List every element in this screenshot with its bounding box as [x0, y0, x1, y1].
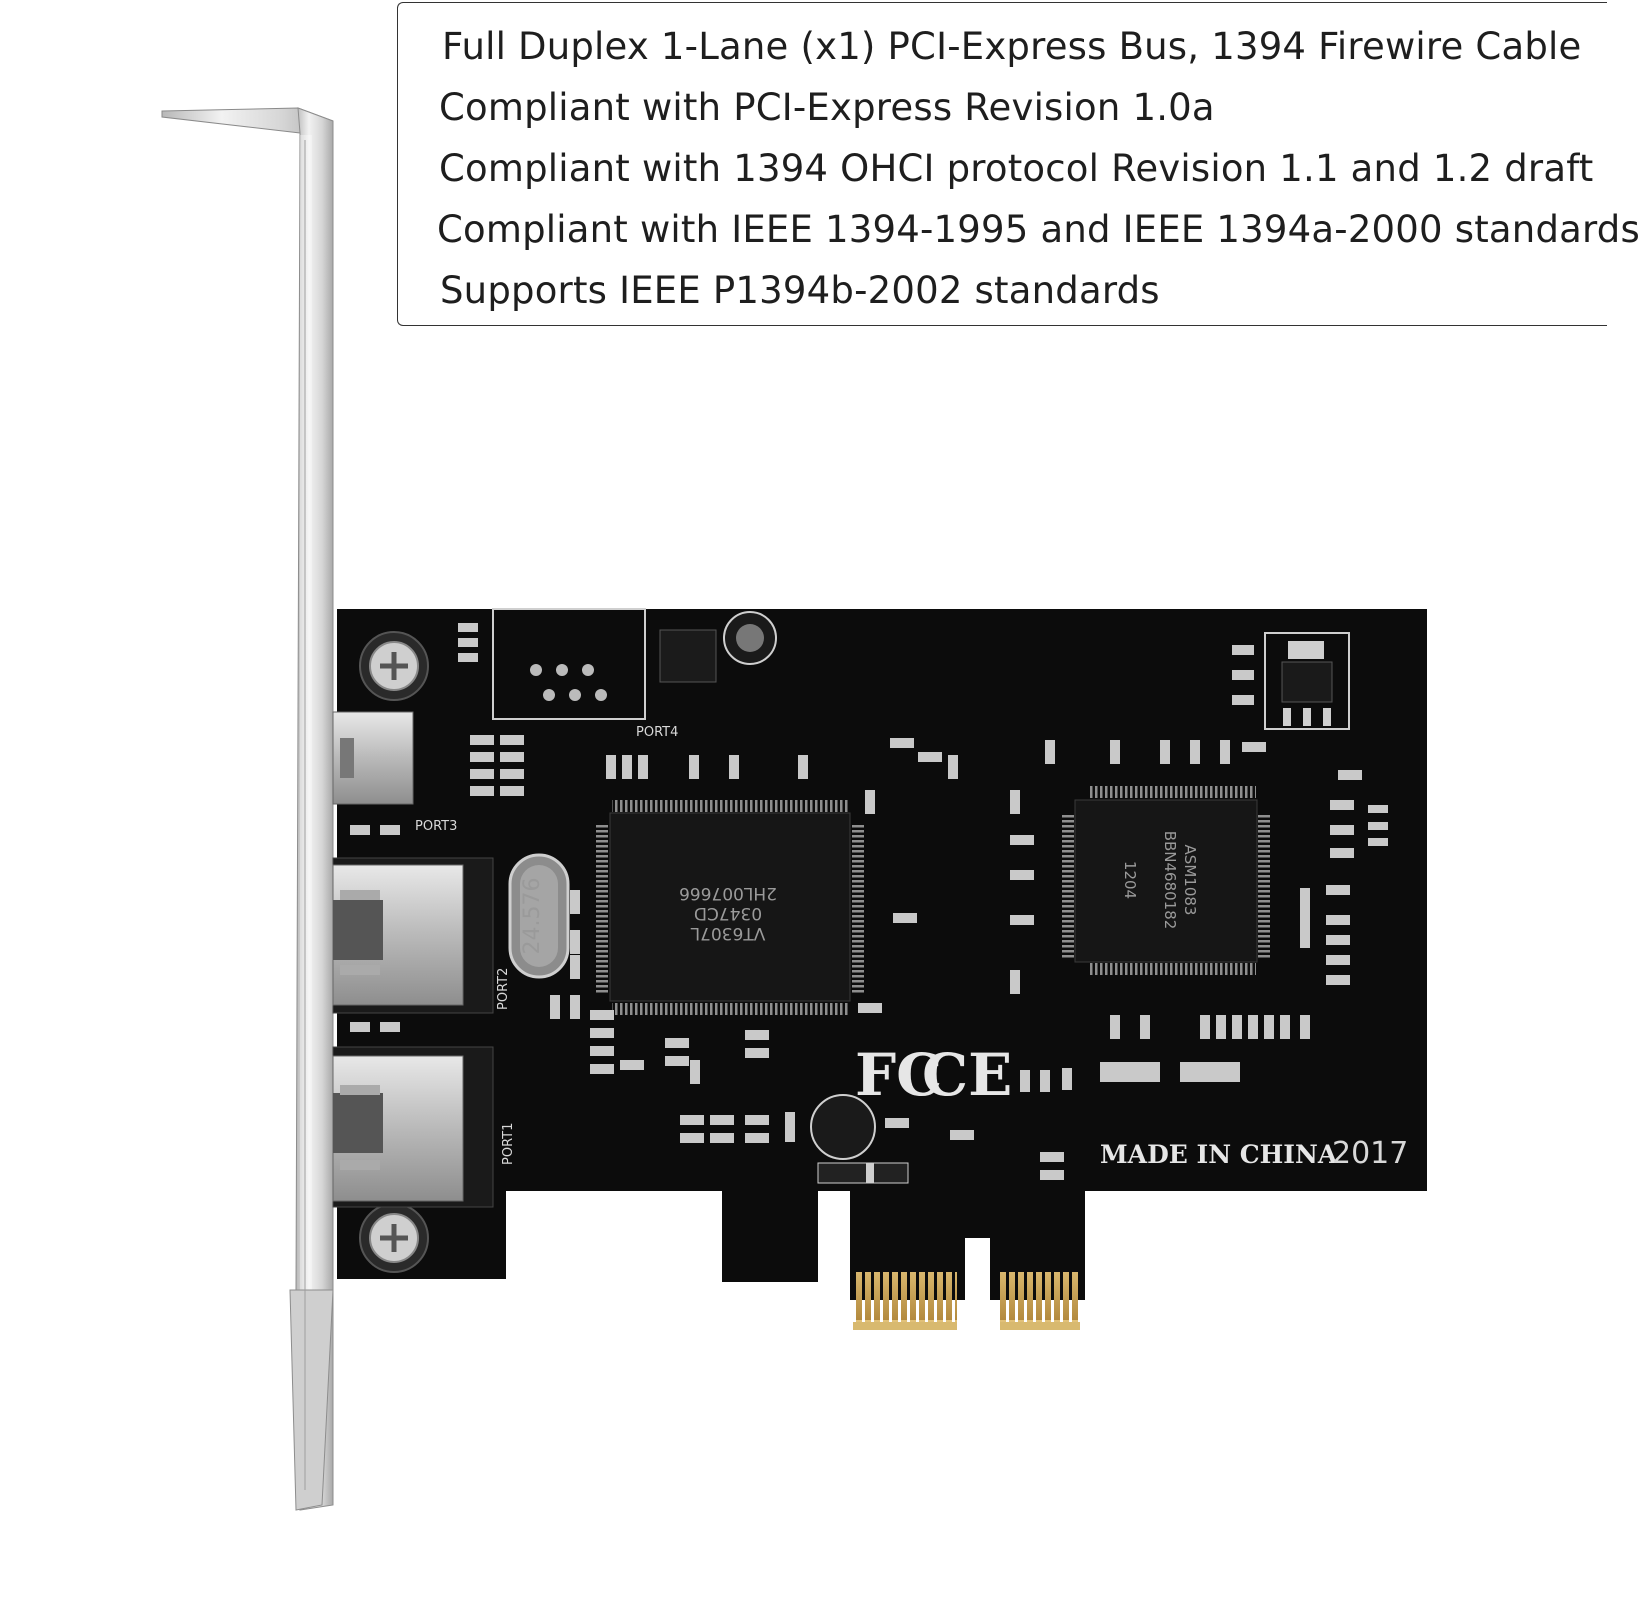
- fc-mark: FC: [855, 1041, 942, 1109]
- internal-port-4-header: [492, 608, 646, 720]
- pcie-firewire-card-image: 24.576 VT6307L 0347CD 2HL007666 ASM1083: [161, 107, 1427, 1511]
- circuit-board: 24.576 VT6307L 0347CD 2HL007666 ASM1083: [332, 608, 1427, 1330]
- chip-asm1083: ASM1083 BBN4680182 1204: [1062, 786, 1270, 975]
- chip-u3-line-2: BBN4680182: [1161, 831, 1179, 930]
- chip-u1-line-1: VT6307L: [690, 923, 765, 943]
- spec-line-5: Supports IEEE P1394b-2002 standards: [440, 269, 1160, 312]
- made-in-china-label: MADE IN CHINA: [1100, 1140, 1338, 1169]
- spec-line-2: Compliant with PCI-Express Revision 1.0a: [439, 86, 1215, 129]
- crystal-y2: 24.576: [508, 853, 570, 979]
- screw-top: [359, 631, 429, 701]
- spec-line-4: Compliant with IEEE 1394-1995 and IEEE 1…: [437, 208, 1640, 251]
- firewire-port-1: [332, 1046, 494, 1208]
- chip-u1-line-3: 2HL007666: [679, 883, 777, 903]
- screw-bottom: [359, 1203, 429, 1273]
- chip-u3-line-3: 1204: [1121, 861, 1139, 899]
- firewire-port-3: [332, 711, 414, 805]
- label-port2: PORT2: [496, 968, 511, 1010]
- firewire-port-2: [332, 857, 494, 1014]
- year-label: 2017: [1332, 1136, 1408, 1171]
- chip-vt6307l: VT6307L 0347CD 2HL007666: [596, 800, 864, 1015]
- capacitor-c27: [810, 1094, 876, 1160]
- spec-box: Full Duplex 1-Lane (x1) PCI-Express Bus,…: [397, 2, 1640, 326]
- label-port3: PORT3: [415, 819, 457, 834]
- chip-u2: [659, 629, 717, 683]
- ce-mark: CE: [922, 1041, 1012, 1109]
- label-port4: PORT4: [636, 725, 678, 740]
- pcie-contacts-right: [1000, 1272, 1080, 1330]
- spec-line-3: Compliant with 1394 OHCI protocol Revisi…: [439, 147, 1594, 190]
- label-port1: PORT1: [501, 1123, 516, 1165]
- crystal-label: 24.576: [520, 878, 545, 955]
- pcie-contacts-left: [853, 1272, 957, 1330]
- spec-line-1: Full Duplex 1-Lane (x1) PCI-Express Bus,…: [442, 25, 1582, 68]
- regulator-q1: [1264, 632, 1350, 730]
- chip-u1-line-2: 0347CD: [694, 903, 762, 923]
- diode-d1: [817, 1162, 909, 1184]
- smd-components: [350, 623, 1388, 1180]
- chip-u3-line-1: ASM1083: [1181, 845, 1199, 916]
- metal-bracket: [161, 107, 334, 1511]
